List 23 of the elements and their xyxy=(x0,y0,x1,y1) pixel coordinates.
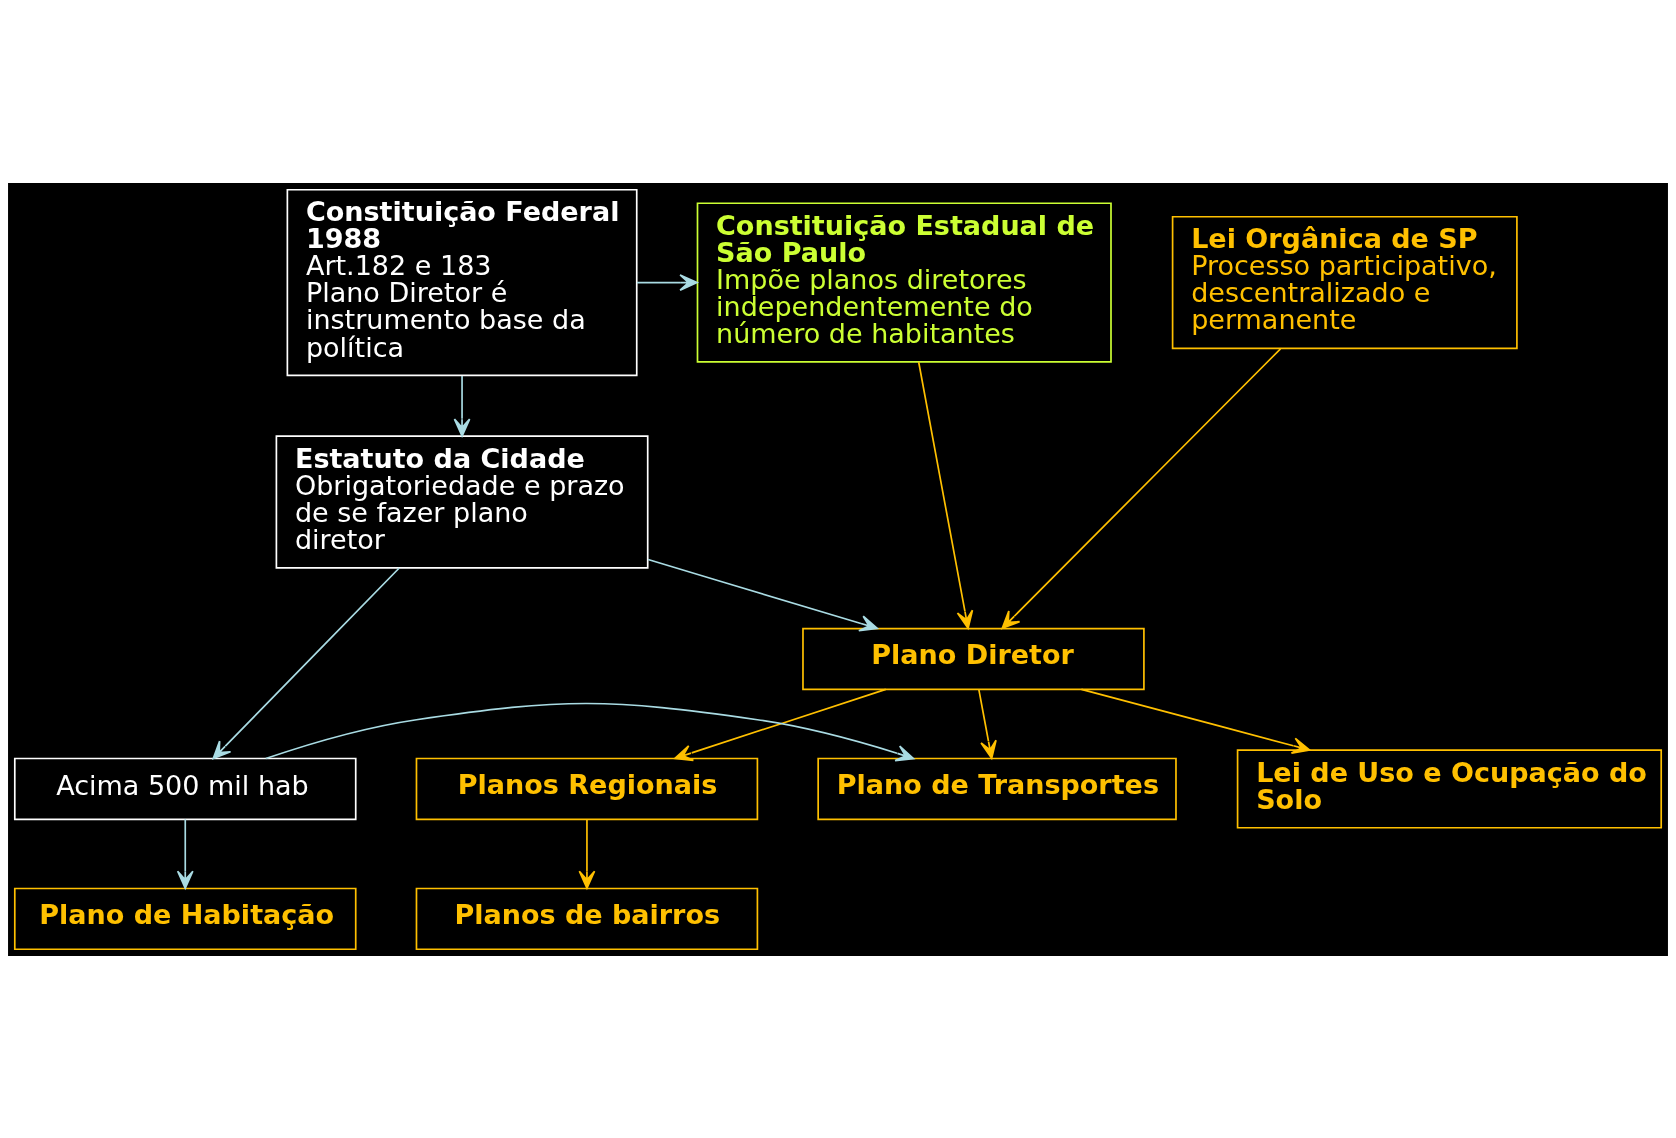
node-box: Planos de bairros xyxy=(415,887,759,950)
arrow xyxy=(647,558,879,632)
arrow xyxy=(578,817,596,889)
node-box: Plano Diretor xyxy=(802,627,1145,690)
node-box: Constituição Estadual de São Paulo Impõe planos diretores independentemente do número de habitantes xyxy=(696,201,1112,363)
node-box: Plano de Habitação xyxy=(13,887,357,950)
arrow xyxy=(917,360,974,629)
arrow xyxy=(977,688,997,759)
node-box: Lei de Uso e Ocupação do Solo xyxy=(1236,748,1663,829)
arrow xyxy=(176,817,194,889)
node-box: Lei Orgânica de SP Processo participativo, descentralizado e permanente xyxy=(1171,215,1518,349)
arrow xyxy=(636,273,698,291)
arrow xyxy=(264,702,915,761)
node-box: Constituição Federal 1988 Art.182 e 183 Plano Diretor é instrumento base da política xyxy=(286,188,638,376)
arrow xyxy=(212,566,401,759)
node-box: Estatuto da Cidade Obrigatoriedade e prazo de se fazer plano diretor xyxy=(275,434,649,569)
arrow xyxy=(674,688,887,761)
arrow xyxy=(1001,347,1282,629)
node-box: Plano de Transportes xyxy=(817,757,1177,820)
arrow xyxy=(453,374,471,437)
node-box: Planos Regionais xyxy=(415,757,759,820)
node-box: Acima 500 mil hab xyxy=(13,757,357,820)
arrow xyxy=(1080,688,1311,754)
